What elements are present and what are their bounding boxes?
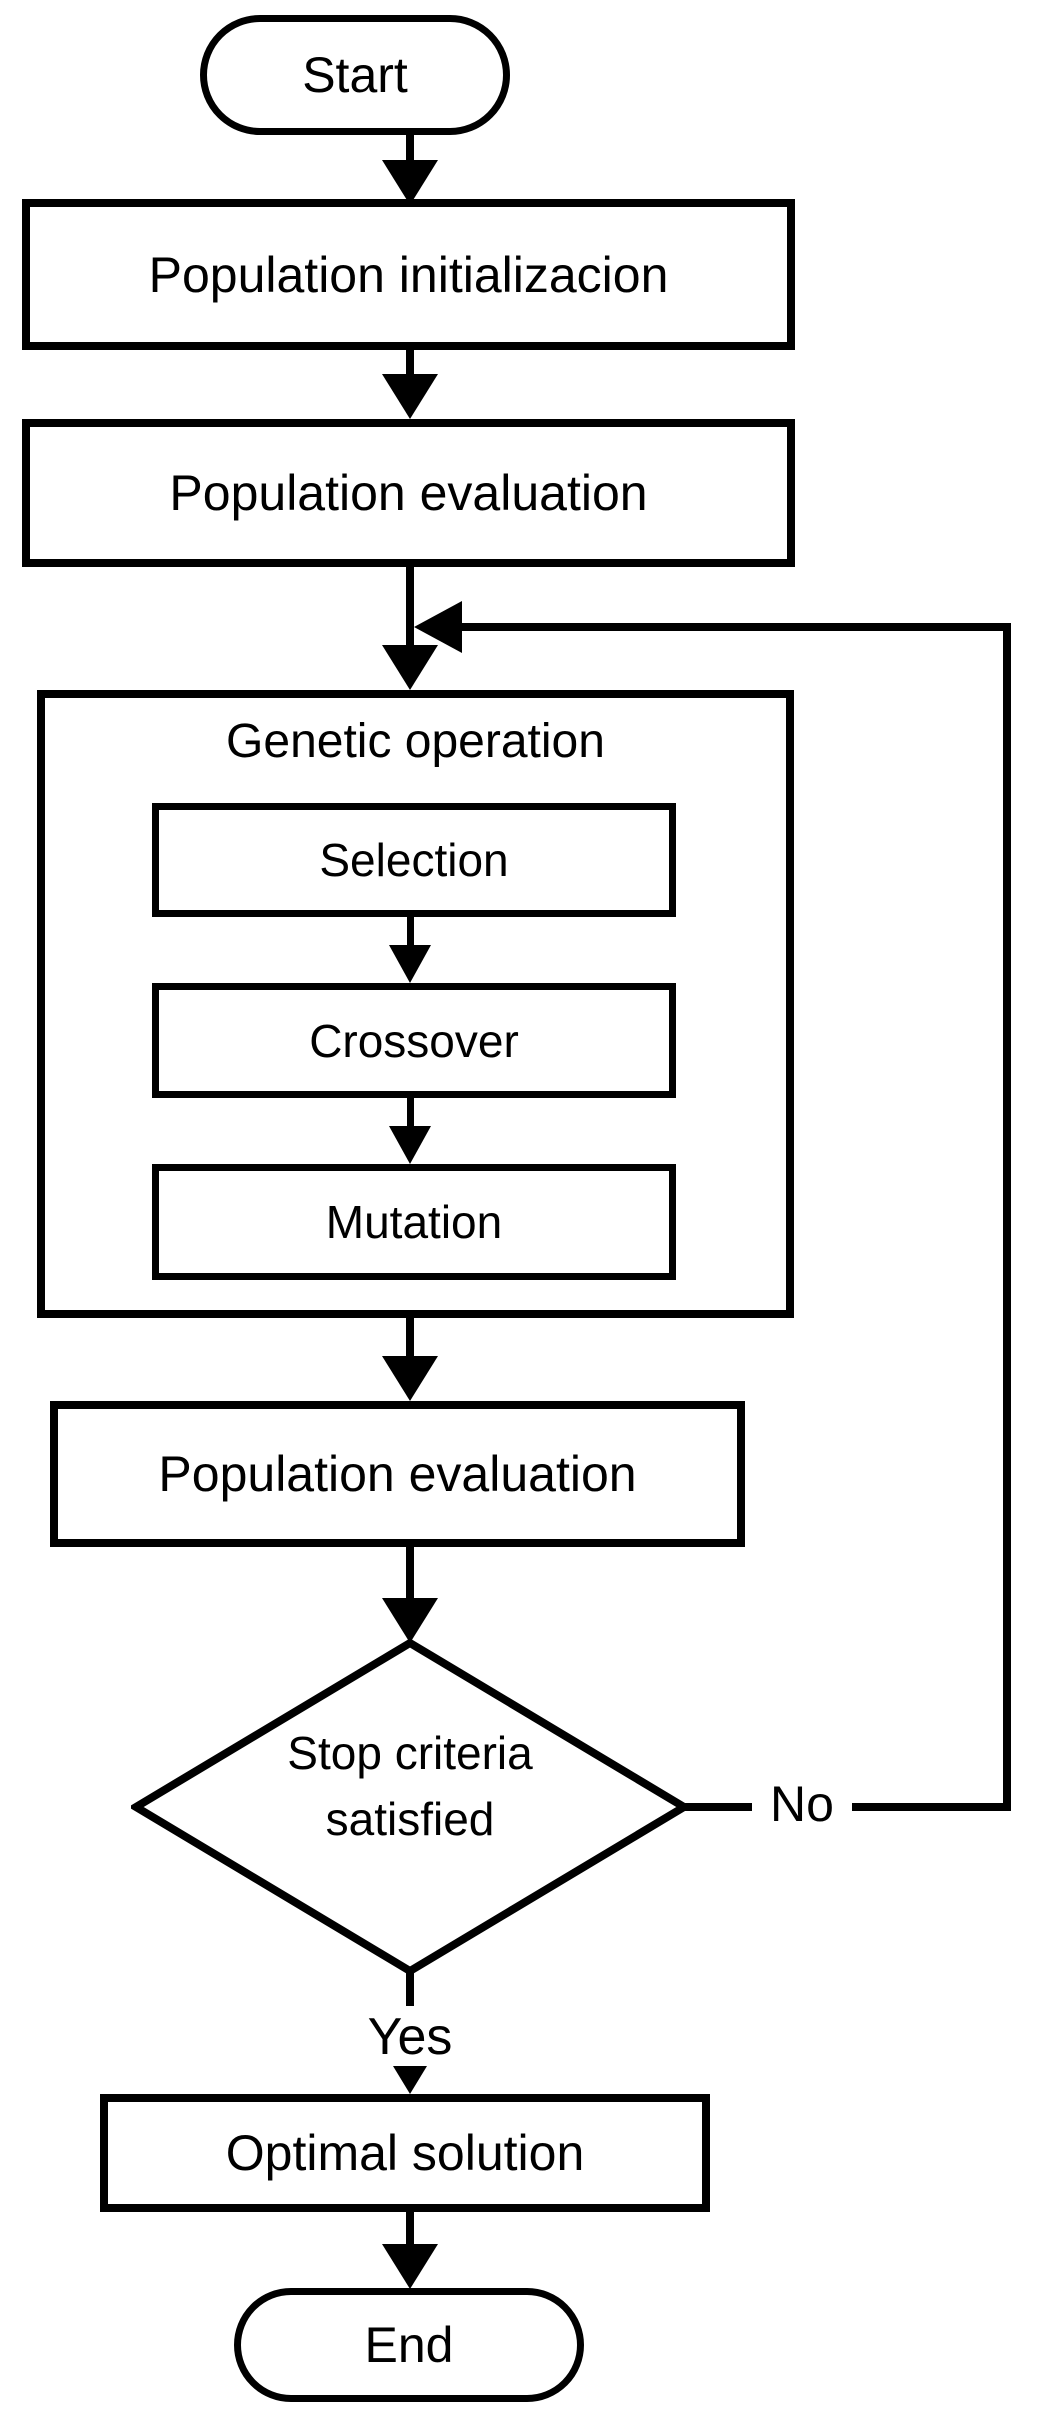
optimal-solution-label: Optimal solution: [225, 2125, 585, 2181]
arrow-genetic-eval2-head-icon: [382, 1356, 438, 1401]
population-evaluation-2-node: Population evaluation: [50, 1401, 745, 1547]
arrow-crossover-mutation-head-icon: [389, 1126, 431, 1164]
arrow-eval1-genetic-shaft: [406, 567, 414, 645]
arrow-init-eval1-shaft: [406, 350, 414, 376]
crossover-label: Crossover: [309, 1014, 519, 1067]
mutation-node: Mutation: [152, 1164, 676, 1280]
start-node: Start: [200, 15, 510, 135]
end-label: End: [364, 2317, 454, 2373]
arrow-eval2-decision-head-icon: [382, 1598, 438, 1643]
genetic-operation-label: Genetic operation: [226, 715, 605, 768]
population-evaluation-1-label: Population evaluation: [169, 465, 648, 521]
loop-return-arrowhead-icon: [414, 601, 462, 653]
crossover-node: Crossover: [152, 983, 676, 1098]
yes-edge-label: Yes: [350, 2006, 470, 2069]
no-edge-label: No: [752, 1774, 852, 1834]
decision-label-line2: satisfied: [325, 1793, 495, 1845]
arrow-crossover-mutation-shaft: [407, 1098, 414, 1126]
end-node: End: [234, 2288, 584, 2402]
arrow-start-init-head-icon: [382, 160, 438, 205]
population-initialization-node: Population initializacion: [22, 199, 795, 350]
arrow-eval1-genetic-head-icon: [382, 645, 438, 690]
arrow-start-init-shaft: [406, 135, 414, 165]
arrow-selection-crossover-shaft: [407, 917, 414, 945]
arrow-selection-crossover-head-icon: [389, 945, 431, 983]
arrow-init-eval1-head-icon: [382, 374, 438, 419]
start-label: Start: [302, 47, 408, 103]
arrow-eval2-decision-shaft: [406, 1547, 414, 1600]
arrow-genetic-eval2-shaft: [406, 1318, 414, 1358]
loop-top-line: [462, 623, 1011, 631]
optimal-solution-node: Optimal solution: [100, 2094, 710, 2212]
selection-node: Selection: [152, 803, 676, 917]
loop-right-line: [1003, 623, 1011, 1811]
selection-label: Selection: [319, 834, 509, 886]
population-initialization-label: Population initializacion: [148, 246, 669, 303]
arrow-optimal-end-head-icon: [382, 2244, 438, 2289]
arrow-yes-optimal-head-icon: [393, 2066, 427, 2094]
population-evaluation-2-label: Population evaluation: [158, 1446, 637, 1502]
mutation-label: Mutation: [325, 1196, 503, 1248]
yes-branch-stub: [406, 1970, 414, 2008]
population-evaluation-1-node: Population evaluation: [22, 419, 795, 567]
decision-label-line1: Stop criteria: [287, 1727, 533, 1779]
arrow-optimal-end-shaft: [406, 2212, 414, 2246]
